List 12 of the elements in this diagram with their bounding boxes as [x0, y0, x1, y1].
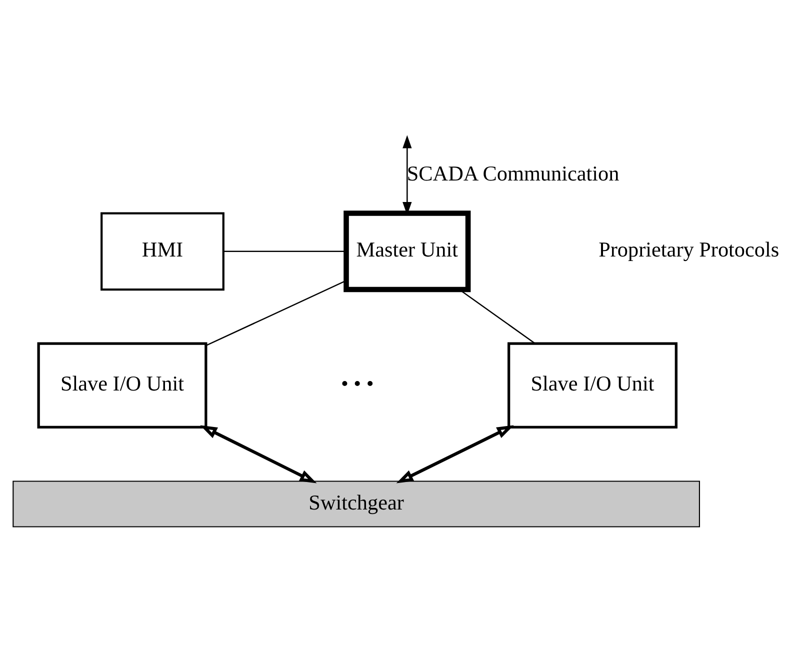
node-box: Switchgear: [12, 480, 700, 527]
node-box: Master Unit: [344, 210, 471, 292]
arrow: [200, 424, 317, 483]
arrow: [396, 424, 514, 483]
node-box: Slave I/O Unit: [508, 342, 678, 428]
label: • • •: [340, 371, 374, 396]
node-box: HMI: [100, 212, 224, 290]
edge-label: SCADA Communication: [406, 160, 620, 185]
connector: [224, 250, 346, 252]
node-box: Slave I/O Unit: [37, 342, 208, 428]
connector: [206, 280, 346, 346]
label: Proprietary Protocols: [598, 237, 780, 262]
